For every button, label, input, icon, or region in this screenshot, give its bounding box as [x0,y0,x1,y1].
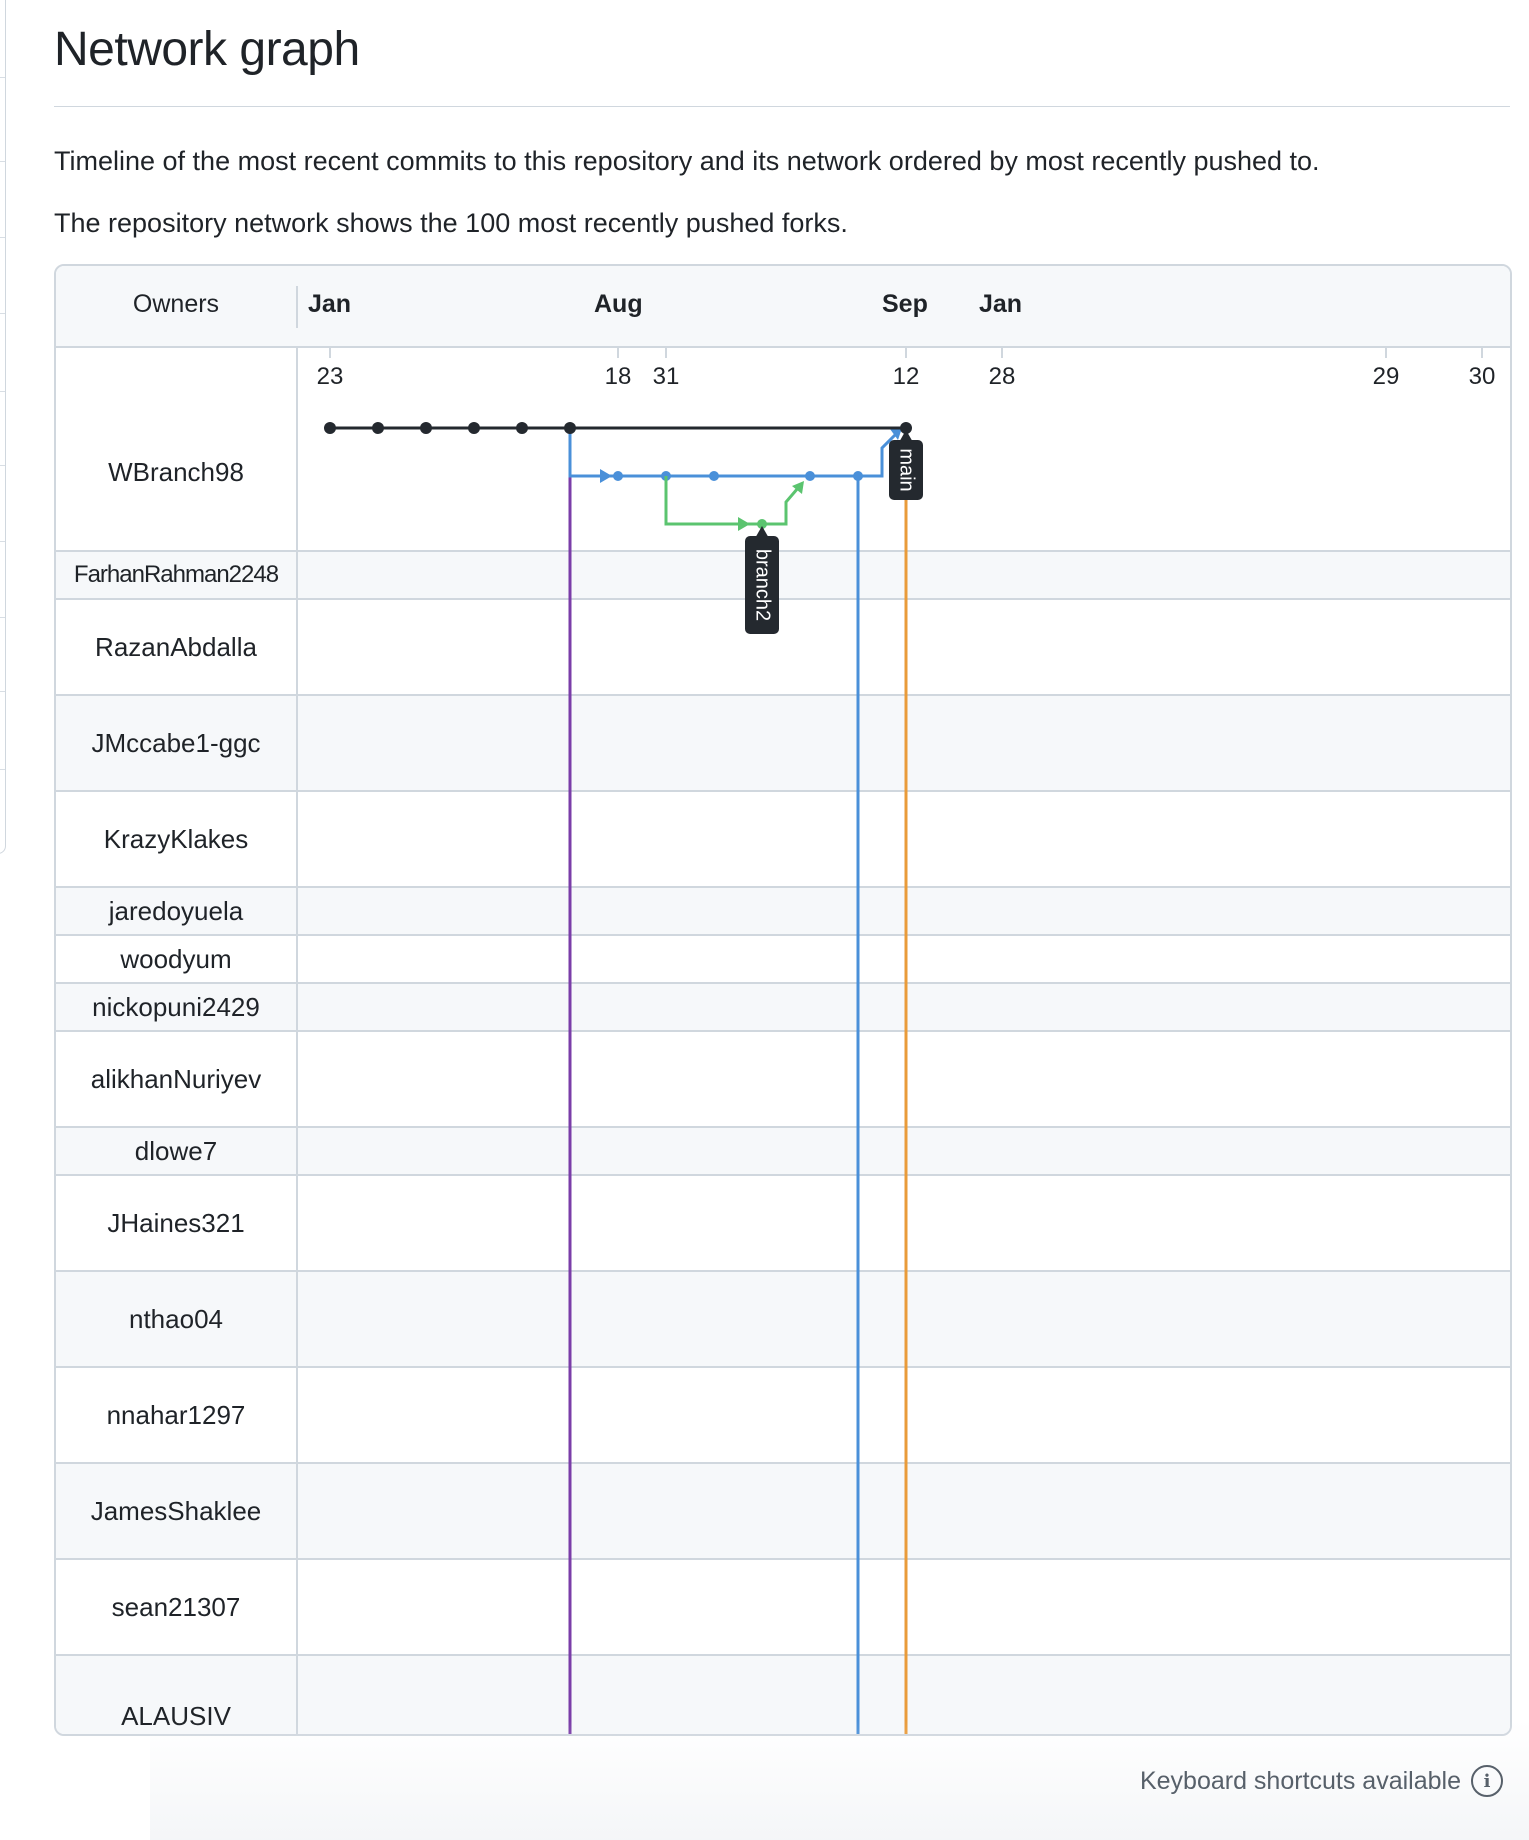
owner-row: RazanAbdalla [56,600,1510,696]
owners-header: Owners [132,290,220,318]
day-label: 31 [653,363,680,390]
header-divider [296,286,298,328]
owner-row: JHaines321 [56,1176,1510,1272]
owner-name[interactable]: FarhanRahman2248 [56,552,298,598]
owner-row: jaredoyuela [56,888,1510,936]
merge-arrow-icon [792,481,804,494]
commit-plot[interactable]: 23 18 31 12 28 29 30 [56,266,1510,1734]
commit-dot[interactable] [420,422,432,434]
network-graph[interactable]: Owners Jan Aug Sep Jan WBranch98 FarhanR… [54,264,1512,1736]
day-label: 30 [1469,363,1496,390]
owner-name[interactable]: JMccabe1-ggc [56,696,298,790]
description-forks: The repository network shows the 100 mos… [54,208,848,238]
branch-label-main[interactable]: main [889,430,923,500]
commit-dot[interactable] [516,422,528,434]
blue-branch [568,428,898,478]
owner-row: sean21307 [56,1560,1510,1656]
owner-name[interactable]: nickopuni2429 [56,984,298,1030]
owner-row: dlowe7 [56,1128,1510,1176]
day-axis: 23 18 31 12 28 29 30 [317,348,1496,390]
owner-row: KrazyKlakes [56,792,1510,888]
day-label: 18 [605,363,632,390]
info-icon[interactable]: i [1471,1765,1503,1797]
owner-name[interactable]: KrazyKlakes [56,792,298,886]
branch-label-branch2[interactable]: branch2 [745,526,779,634]
owner-row: alikhanNuriyev [56,1032,1510,1128]
owner-row: JMccabe1-ggc [56,696,1510,792]
commit-dot[interactable] [613,471,623,481]
owner-row: woodyum [56,936,1510,984]
keyboard-shortcuts-label: Keyboard shortcuts available [1139,1766,1461,1795]
title-divider [54,106,1510,107]
owner-name[interactable]: sean21307 [56,1560,298,1654]
month-label: Jan [308,290,352,318]
owner-row: nthao04 [56,1272,1510,1368]
green-branch [664,476,800,526]
merge-arrow-icon [600,469,612,483]
owner-row: nnahar1297 [56,1368,1510,1464]
commit-dot[interactable] [757,519,767,529]
keyboard-shortcuts[interactable]: Keyboard shortcuts available i [1140,1765,1503,1797]
owner-name[interactable]: nnahar1297 [56,1368,298,1462]
sidebar-edge [0,0,6,854]
description-timeline: Timeline of the most recent commits to t… [54,146,1320,176]
day-label: 23 [317,363,344,390]
merge-arrow-icon [738,517,750,531]
owner-name[interactable]: JHaines321 [56,1176,298,1270]
commit-dot[interactable] [372,422,384,434]
owner-name[interactable]: RazanAbdalla [56,600,298,694]
page-title: Network graph [54,23,360,76]
owner-name[interactable]: alikhanNuriyev [56,1032,298,1126]
owner-name[interactable]: dlowe7 [56,1128,298,1174]
month-label: Aug [594,290,643,318]
commit-dot[interactable] [324,422,336,434]
owner-name[interactable]: jaredoyuela [56,888,298,934]
branch-label-text: main [896,448,918,491]
commit-dot[interactable] [564,422,576,434]
owner-row: JamesShaklee [56,1464,1510,1560]
graph-header: Owners Jan Aug Sep Jan [56,266,1510,348]
owner-name[interactable]: nthao04 [56,1272,298,1366]
owner-name[interactable]: woodyum [56,936,298,982]
commit-dot[interactable] [468,422,480,434]
day-label: 29 [1373,363,1400,390]
green-commits[interactable] [738,481,804,531]
day-label: 28 [989,363,1016,390]
main-commits[interactable] [324,422,912,434]
merge-arrow-icon [890,428,902,440]
commit-dot[interactable] [853,471,863,481]
branch-label-text: branch2 [752,549,774,621]
day-label: 12 [893,363,920,390]
commit-dot[interactable] [805,471,815,481]
owner-row: WBranch98 [56,348,1510,552]
owner-row: FarhanRahman2248 [56,552,1510,600]
commit-dot[interactable] [900,422,912,434]
owner-name[interactable]: WBranch98 [56,348,298,550]
owner-row: nickopuni2429 [56,984,1510,1032]
commit-dot[interactable] [709,471,719,481]
month-label: Jan [979,290,1023,318]
owner-name[interactable]: JamesShaklee [56,1464,298,1558]
month-label: Sep [882,290,928,318]
